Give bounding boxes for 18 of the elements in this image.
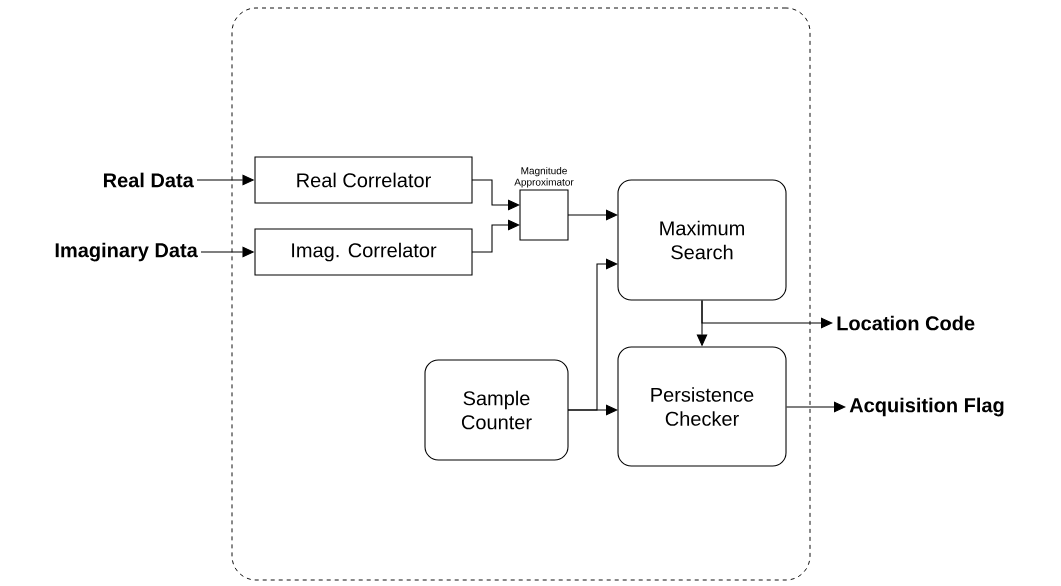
signal-label: Real Data [104, 172, 194, 188]
arrow [471, 179, 520, 211]
dashed-boundary [231, 7, 811, 581]
arrow [701, 300, 833, 329]
signal-label: Location Code [837, 315, 975, 331]
process-box: Maximum Search [617, 179, 787, 301]
process-box: Persistence Checker [617, 346, 787, 467]
process-box: Sample Counter [424, 359, 569, 461]
signal-label: Imaginary Data [55, 242, 198, 262]
process-box: Real Correlator [254, 156, 473, 204]
arrow [786, 401, 846, 413]
approximator-box: Magnitude Approximator [514, 166, 574, 241]
signal-label: Acquisition Flag [849, 397, 1004, 417]
arrow [471, 219, 520, 253]
process-box: Imag. Correlator [254, 228, 473, 276]
arrow [567, 404, 618, 416]
node-label: Magnitude Approximator [514, 166, 574, 188]
arrow [567, 209, 618, 221]
